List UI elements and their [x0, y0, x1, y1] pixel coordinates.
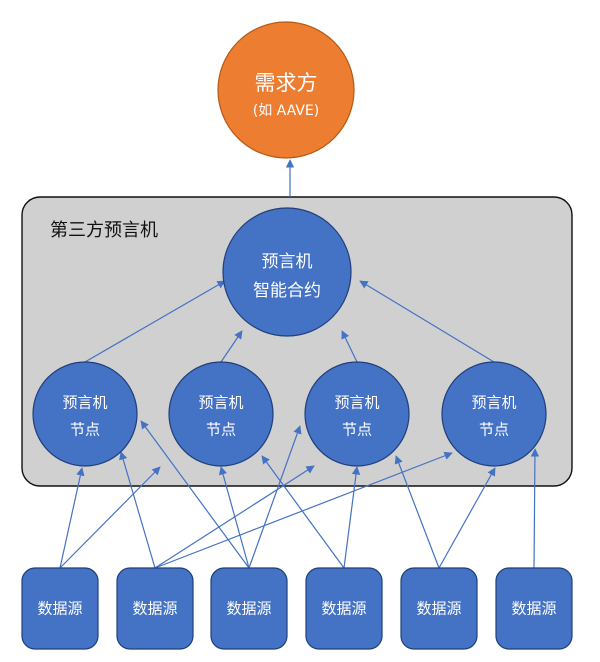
data-source-6: 数据源: [495, 567, 573, 650]
data-source-3: 数据源: [210, 567, 288, 650]
arrow-oracle-node-2-to-contract: [220, 330, 243, 363]
arrow-data-source-5-to-oracle-node-3: [394, 455, 440, 569]
arrow-data-source-5-to-oracle-node-4: [438, 467, 496, 569]
data-source-4-label: 数据源: [321, 600, 366, 618]
oracle-node-4-line-1: 预言机: [471, 394, 516, 412]
consumer-title: 需求方: [255, 71, 318, 95]
oracle-node-3-line-2: 节点: [342, 421, 372, 439]
data-source-1-label: 数据源: [37, 600, 82, 618]
arrow-oracle-node-4-to-contract: [359, 280, 495, 363]
data-source-1: 数据源: [21, 567, 99, 650]
arrow-data-source-2-to-oracle-node-1: [119, 451, 156, 569]
data-source-3-label: 数据源: [226, 600, 271, 618]
data-source-2-label: 数据源: [132, 600, 177, 618]
arrow-data-source-4-to-oracle-node-3: [343, 466, 361, 569]
oracle-node-2: 预言机 节点: [168, 361, 274, 467]
oracle-node-2-line-2: 节点: [206, 421, 236, 439]
data-source-5-label: 数据源: [416, 600, 461, 618]
oracle-node-2-line-1: 预言机: [198, 394, 243, 412]
arrow-data-source-6-to-oracle-node-4: [530, 448, 540, 569]
oracle-node-1-line-2: 节点: [70, 421, 100, 439]
data-source-5: 数据源: [400, 567, 478, 650]
arrow-oracle-node-1-to-contract: [84, 280, 226, 363]
contract-line-1: 预言机: [262, 252, 313, 272]
oracle-node-4-line-2: 节点: [479, 421, 509, 439]
oracle-node-3: 预言机 节点: [304, 361, 410, 467]
data-source-6-label: 数据源: [511, 600, 556, 618]
oracle-smart-contract-node: [222, 207, 352, 337]
arrow-data-source-4-to-oracle-node-2: [261, 455, 345, 569]
contract-line-2: 智能合约: [253, 281, 321, 301]
third-party-oracle-title: 第三方预言机: [50, 220, 158, 241]
arrow-data-source-1-to-oracle-node-1: [59, 467, 85, 569]
oracle-node-4: 预言机 节点: [441, 361, 547, 467]
connection-arrows: [59, 159, 540, 569]
arrow-data-source-3-to-oracle-node-3: [248, 425, 302, 569]
oracle-node-1-line-1: 预言机: [62, 394, 107, 412]
oracle-node-1: 预言机 节点: [32, 361, 138, 467]
consumer-subtitle: (如 AAVE): [253, 103, 319, 119]
oracle-node-3-line-1: 预言机: [334, 394, 379, 412]
arrow-oracle-node-3-to-contract: [341, 330, 358, 363]
arrow-data-source-3-to-oracle-node-2: [218, 466, 250, 569]
third-party-oracle-group: [21, 196, 573, 487]
arrow-data-source-1-to-oracle-node-2: [59, 466, 161, 569]
data-source-4: 数据源: [305, 567, 383, 650]
arrow-data-source-3-to-oracle-node-1: [140, 420, 250, 569]
data-source-2: 数据源: [116, 567, 194, 650]
consumer-node: [217, 21, 355, 159]
